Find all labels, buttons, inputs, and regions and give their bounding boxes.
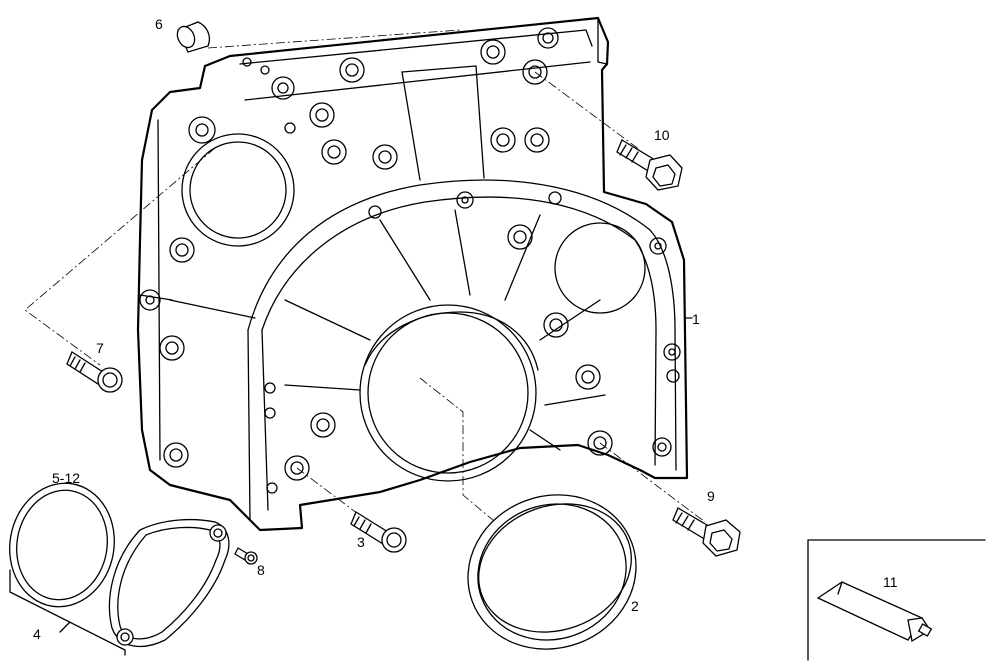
label-part-9: 9 xyxy=(707,488,715,504)
label-part-4: 4 xyxy=(33,626,41,642)
label-part-6: 6 xyxy=(155,16,163,32)
label-part-3: 3 xyxy=(357,534,365,550)
label-part-1: 1 xyxy=(692,311,700,327)
label-part-7: 7 xyxy=(96,340,104,356)
bolt-part-7[interactable] xyxy=(66,351,123,393)
label-part-2: 2 xyxy=(631,598,639,614)
label-part-8: 8 xyxy=(257,562,265,578)
sealant-tube-part-11[interactable] xyxy=(816,581,933,643)
bolt-part-10[interactable] xyxy=(616,139,683,191)
bolt-part-9[interactable] xyxy=(672,507,741,557)
seal-ring-part-2[interactable] xyxy=(446,472,658,668)
inset-box-part-11 xyxy=(807,539,986,661)
bracket-part-4 xyxy=(9,569,126,656)
gasket-part-5-12[interactable] xyxy=(0,475,124,615)
timing-cover-housing[interactable] xyxy=(136,16,689,532)
screw-part-8[interactable] xyxy=(234,547,258,565)
plug-part-6[interactable] xyxy=(174,21,211,53)
label-part-10: 10 xyxy=(654,127,670,143)
bolt-bosses xyxy=(139,27,681,494)
bolt-part-3[interactable] xyxy=(350,511,407,553)
label-part-5-12: 5-12 xyxy=(52,470,80,486)
label-part-11: 11 xyxy=(883,574,898,590)
cover-plate-part-4[interactable] xyxy=(108,518,230,648)
